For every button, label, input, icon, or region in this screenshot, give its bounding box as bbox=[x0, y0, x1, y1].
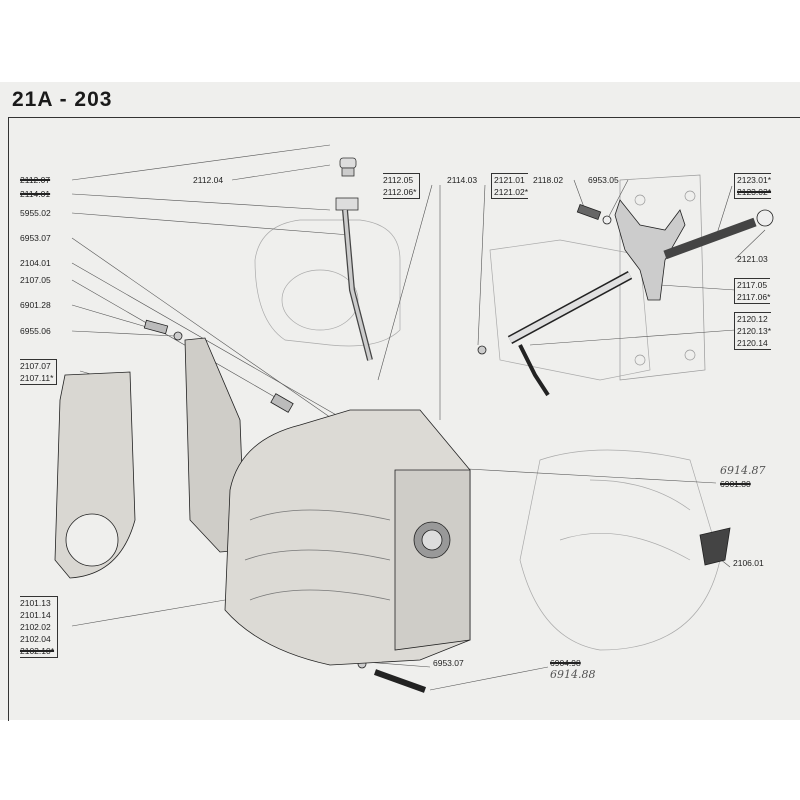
background-housing-outline bbox=[254, 219, 721, 651]
part-label-group: 2107.07 2107.11* bbox=[20, 359, 58, 385]
part-label: 6904.98 bbox=[550, 658, 581, 668]
handwritten-correction: 6914.88 bbox=[550, 668, 596, 681]
part-label: 2117.06* bbox=[737, 292, 771, 302]
part-label: 2112.04 bbox=[193, 175, 224, 185]
handwritten-correction: 6914.87 bbox=[720, 464, 766, 477]
part-label: 6901.28 bbox=[20, 300, 51, 310]
part-label-group: 2123.01* 2123.02* bbox=[734, 173, 772, 199]
selector-fork-assembly bbox=[507, 199, 774, 566]
part-label: 6901.80 bbox=[720, 479, 751, 489]
part-label: 2107.05 bbox=[20, 275, 51, 285]
part-label: 2106.01 bbox=[733, 558, 764, 568]
part-label: 2114.01 bbox=[20, 189, 51, 199]
part-label: 2123.01* bbox=[737, 175, 772, 185]
side-cover-plate bbox=[54, 337, 246, 579]
part-label: 6953.07 bbox=[433, 658, 464, 668]
part-label: 2104.01 bbox=[20, 258, 51, 268]
part-label-group: 2117.05 2117.06* bbox=[734, 278, 771, 304]
part-label: 2123.02* bbox=[737, 187, 772, 197]
part-label: 5955.02 bbox=[20, 208, 51, 218]
part-label: 6953.05 bbox=[588, 175, 619, 185]
part-label: 2107.11* bbox=[20, 373, 54, 383]
part-label-group: 2120.12 2120.13* 2120.14 bbox=[734, 312, 772, 350]
part-label: 2120.12 bbox=[737, 314, 768, 324]
part-label: 2102.04 bbox=[20, 634, 51, 644]
part-label-group: 2112.05 2112.06* bbox=[383, 173, 421, 199]
breather-assembly bbox=[335, 157, 373, 361]
part-label: 2117.05 bbox=[737, 280, 768, 290]
part-label: 2120.13* bbox=[737, 326, 772, 336]
part-label-group: 2101.13 2101.14 2102.02 2102.04 2102.10* bbox=[20, 596, 59, 658]
part-label: 2112.05 bbox=[383, 175, 414, 185]
part-label-group: 2121.01 2121.02* bbox=[491, 173, 529, 199]
part-label: 6953.07 bbox=[20, 233, 51, 243]
part-label: 2102.02 bbox=[20, 622, 51, 632]
part-label: 2101.14 bbox=[20, 610, 51, 620]
diagram-frame bbox=[8, 117, 800, 721]
part-label: 2112.06* bbox=[383, 187, 417, 197]
gearbox-housing bbox=[224, 409, 471, 666]
part-label: 2101.13 bbox=[20, 598, 51, 608]
part-label: 2121.01 bbox=[494, 175, 525, 185]
page-title: 21A - 203 bbox=[12, 88, 113, 111]
part-label: 2112.07 bbox=[20, 175, 51, 185]
part-label: 6955.06 bbox=[20, 326, 51, 336]
part-label: 2114.03 bbox=[447, 175, 478, 185]
part-label: 2121.02* bbox=[494, 187, 529, 197]
part-label: 2120.14 bbox=[737, 338, 768, 348]
part-label: 2121.03 bbox=[737, 254, 768, 264]
filter-mesh bbox=[699, 527, 731, 566]
part-label: 2118.02 bbox=[533, 175, 564, 185]
selector-housing-outline bbox=[619, 174, 706, 381]
part-label: 2107.07 bbox=[20, 361, 51, 371]
part-label: 2102.10* bbox=[20, 646, 55, 656]
